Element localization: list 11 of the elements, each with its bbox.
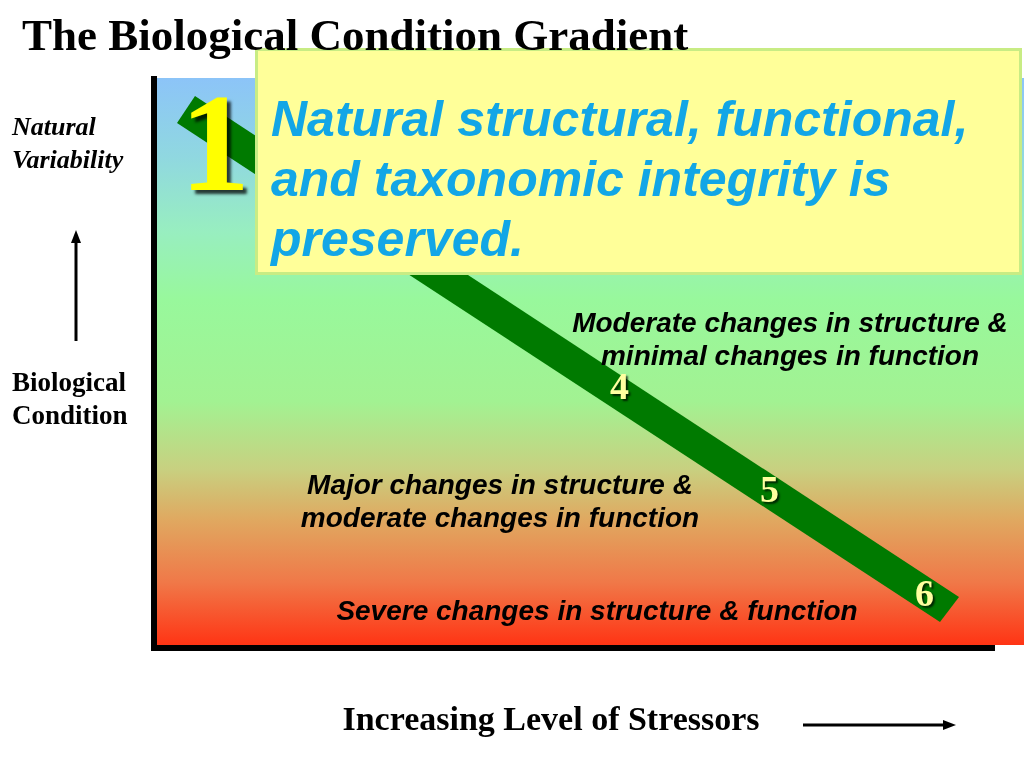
axis-label: Natural Variability: [12, 111, 125, 176]
level-number: 6: [915, 578, 934, 608]
level-number: 5: [760, 474, 779, 504]
description-text: Moderate changes in structure & minimal changes in function: [571, 306, 1009, 372]
axis-label: Biological Condition: [12, 366, 129, 432]
level-number: 4: [610, 371, 629, 401]
diagram-title: The Biological Condition Gradient: [22, 9, 689, 61]
statement-text: Natural structural, functional, and taxonomic integrity is preserved.: [271, 90, 970, 269]
description-text: Major changes in structure & moderate changes in function: [299, 468, 701, 534]
description-text: Severe changes in structure & function: [335, 594, 859, 627]
axis-label: Increasing Level of Stressors: [341, 700, 761, 738]
